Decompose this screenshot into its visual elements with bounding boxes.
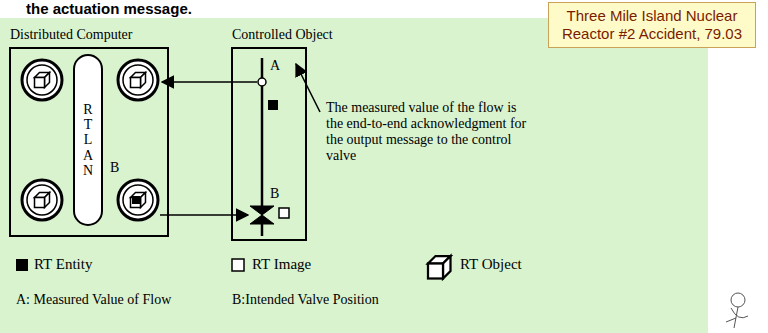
sensor-arrow [162, 81, 257, 83]
computer-box-outline [10, 48, 168, 236]
rt-entity-label: B [110, 160, 119, 176]
legend-image-sample [232, 259, 244, 271]
entity-label: A [270, 58, 280, 74]
callout-arrow [296, 64, 320, 112]
controlled-object-outline [232, 48, 306, 240]
legend-note: B:Intended Valve Position [232, 292, 379, 308]
actuation-arrow [160, 214, 248, 216]
legend-text: RT Image [252, 256, 311, 273]
legend-entity-sample [16, 259, 28, 271]
title-text: Three Mile Island Nuclear Reactor #2 Acc… [555, 7, 749, 43]
callout-note: The measured value of the flow is the en… [326, 100, 531, 164]
rt-entity-mark [268, 100, 278, 110]
controlled-object-box: Controlled Object [232, 48, 306, 240]
cartoon-figure [726, 293, 748, 328]
computer-box: Distributed ComputerRTLAN [10, 48, 168, 236]
valve-symbol [250, 206, 274, 224]
legend-text: RT Entity [34, 256, 92, 273]
box-heading: Controlled Object [232, 27, 333, 43]
legend-note: A: Measured Value of Flow [16, 292, 171, 308]
title-box: Three Mile Island Nuclear Reactor #2 Acc… [548, 2, 756, 48]
rt-image-mark [279, 208, 289, 218]
image-label: B [270, 186, 279, 202]
pipe-line [261, 224, 264, 236]
rt-entity-mark [132, 196, 140, 204]
top-note: the actuation message. [26, 0, 192, 17]
rtlan-bus: RTLAN [73, 54, 103, 226]
bus-label: RTLAN [81, 102, 95, 179]
flow-sensor [258, 78, 266, 86]
background-panel [0, 18, 708, 333]
legend-text: RT Object [460, 256, 522, 273]
box-heading: Distributed Computer [10, 27, 133, 43]
